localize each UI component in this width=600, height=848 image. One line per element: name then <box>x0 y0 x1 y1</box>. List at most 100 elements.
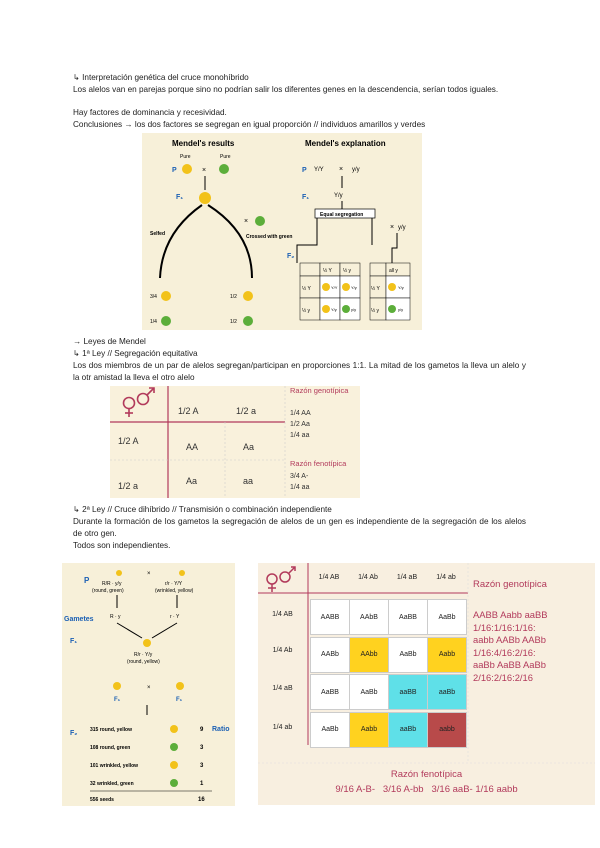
genotype-cell: AAbB <box>349 599 389 635</box>
yy-rec-2: y/y <box>398 225 406 231</box>
f2-row-1: 315 round, yellow <box>90 727 132 733</box>
mendel-figure: Mendel's results Mendel's explanation Pu… <box>142 133 422 330</box>
geno-line-5: aaBb AaBB AaBb <box>473 659 595 672</box>
dihybrid-f1: F₁ <box>70 638 77 645</box>
ley2-text: Durante la formación de los gametos la s… <box>73 516 526 539</box>
genotype-cell: AABB <box>310 599 350 635</box>
genotype-cell: Aabb <box>349 712 389 748</box>
frac-14: 1/4 <box>150 319 157 325</box>
geno-3: 1/4 aa <box>290 432 309 439</box>
dihybrid-p: P <box>84 576 90 585</box>
parent1: R/R · y/y <box>102 581 122 587</box>
half-y-col: ½ y <box>343 267 352 274</box>
cross-symbol-2: × <box>244 218 248 225</box>
f1-genotype: R/r · Y/y <box>134 652 153 658</box>
gamete2: r · Y <box>170 614 180 620</box>
frac-34: 3/4 <box>150 294 157 300</box>
ratio-3a: 3 <box>200 745 204 751</box>
cell-Yy-1: Y/y <box>351 285 357 290</box>
crossed-label: Crossed with green <box>246 234 292 240</box>
feno-2: 1/4 aa <box>290 484 309 491</box>
intro-paragraph-1: Los alelos van en parejas porque sino no… <box>73 84 528 96</box>
geno-line-2: 1/16:1/16:1/16: <box>473 622 595 635</box>
geno-line-3: aabb AABb AABb <box>473 634 595 647</box>
total-seeds: 556 seeds <box>90 797 114 803</box>
dihybrid-cross-2: × <box>147 685 151 691</box>
half-Y-row: ½ Y <box>302 285 311 292</box>
geno-line-1: AABB Aabb aaBB <box>473 609 595 622</box>
ratio-label: Ratio <box>212 726 230 733</box>
f1-left: F₁ <box>114 697 121 703</box>
green-pea-icon-4 <box>243 316 253 326</box>
p-label: P <box>172 167 177 174</box>
t2-col-4: 1/4 ab <box>427 574 465 581</box>
mendel-explanation-title: Mendel's explanation <box>305 139 386 148</box>
section-heading-monohibrido: ↳ Interpretación genética del cruce mono… <box>73 72 528 84</box>
yellow-pea-icon <box>182 164 192 174</box>
intro-paragraph-3: Conclusiones → los dos factores se segre… <box>73 119 543 131</box>
selfed-label: Selfed <box>150 231 165 237</box>
green-pea-icon-2 <box>255 216 265 226</box>
half-y-row: ½ y <box>302 307 311 314</box>
punnett-square-monohybrid: 1/2 A 1/2 a 1/2 A 1/2 a AA Aa Aa aa Razó… <box>110 386 360 498</box>
f1-label: F₁ <box>176 194 183 201</box>
f2-row-4: 32 wrinkled, green <box>90 781 134 787</box>
ratio-9: 9 <box>200 727 204 733</box>
cell-Aa-2: Aa <box>186 476 197 486</box>
yy-het: Y/y <box>334 193 343 199</box>
punnett-square-dihybrid: 1/4 AB 1/4 Ab 1/4 aB 1/4 ab 1/4 AB 1/4 A… <box>258 563 595 805</box>
geno-line-4: 1/16:4/16:2/16: <box>473 647 595 660</box>
green-pea-icon <box>219 164 229 174</box>
genotype-cell: aabb <box>427 712 467 748</box>
ley2-heading: ↳ 2ª Ley // Cruce dihíbrido // Transmisi… <box>73 504 528 516</box>
f2-label: F₂ <box>287 253 294 260</box>
gender-symbols-icon-2 <box>260 565 300 593</box>
geno-line-6: 2/16:2/16:2/16 <box>473 672 595 685</box>
half-Y-col: ½ Y <box>323 267 332 274</box>
geno-2: 1/2 Aa <box>290 421 310 428</box>
mendel-results-title: Mendel's results <box>172 139 235 148</box>
ratio-16: 16 <box>198 797 205 803</box>
all-y-label: all y <box>389 268 398 274</box>
f1-phenotype: (round, yellow) <box>127 659 160 665</box>
t2-col-1: 1/4 AB <box>310 574 348 581</box>
t2-col-3: 1/4 aB <box>388 574 426 581</box>
genotype-cell: AaBb <box>427 599 467 635</box>
t2-row-2: 1/4 Ab <box>260 647 305 654</box>
half-y-row-2: ½ y <box>371 307 380 314</box>
f1-right: F₁ <box>176 697 183 703</box>
feno-1: 3/4 A- <box>290 473 308 480</box>
t2-row-3: 1/4 aB <box>260 685 305 692</box>
yy-dom: Y/Y <box>314 167 324 173</box>
t2-geno-title: Razón genotípica <box>473 579 593 590</box>
f1-label-2: F₁ <box>302 194 309 201</box>
gametes-label: Gametes <box>64 616 94 623</box>
cross-symbol-4: × <box>390 224 394 231</box>
pure-label-2: Pure <box>220 154 231 160</box>
cell-Yy-2: Y/y <box>331 307 337 312</box>
dihybrid-figure: P × R/R · y/y (round, green) r/r · Y/Y (… <box>62 563 235 806</box>
genotype-cell: AaBb <box>349 674 389 710</box>
cell-YY: Y/Y <box>331 285 338 290</box>
leyes-heading: → Leyes de Mendel <box>73 336 528 348</box>
genotype-cell: aaBb <box>427 674 467 710</box>
row-header-a: 1/2 a <box>118 481 138 491</box>
selfed-arrow <box>160 205 202 278</box>
cell-Yy-3: Y/y <box>398 285 404 290</box>
dihybrid-f2: F₂ <box>70 730 77 737</box>
t2-row-1: 1/4 AB <box>260 611 305 618</box>
genotype-cell: AaBB <box>310 674 350 710</box>
row-header-A: 1/2 A <box>118 436 139 446</box>
col-header-A: 1/2 A <box>178 406 199 416</box>
half-Y-row-2: ½ Y <box>371 285 380 292</box>
genotype-cell: AAbb <box>349 637 389 673</box>
parent2b: (wrinkled, yellow) <box>155 588 194 594</box>
yellow-pea-icon-3 <box>161 291 171 301</box>
geno-title: Razón genotípica <box>290 386 348 395</box>
green-pea-icon-3 <box>161 316 171 326</box>
yellow-pea-icon-4 <box>243 291 253 301</box>
intro-paragraph-2: Hay factores de dominancia y recesividad… <box>73 107 528 119</box>
pure-label-1: Pure <box>180 154 191 160</box>
frac-12-b: 1/2 <box>230 319 237 325</box>
ley1-text: Los dos miembros de un par de alelos seg… <box>73 360 526 383</box>
